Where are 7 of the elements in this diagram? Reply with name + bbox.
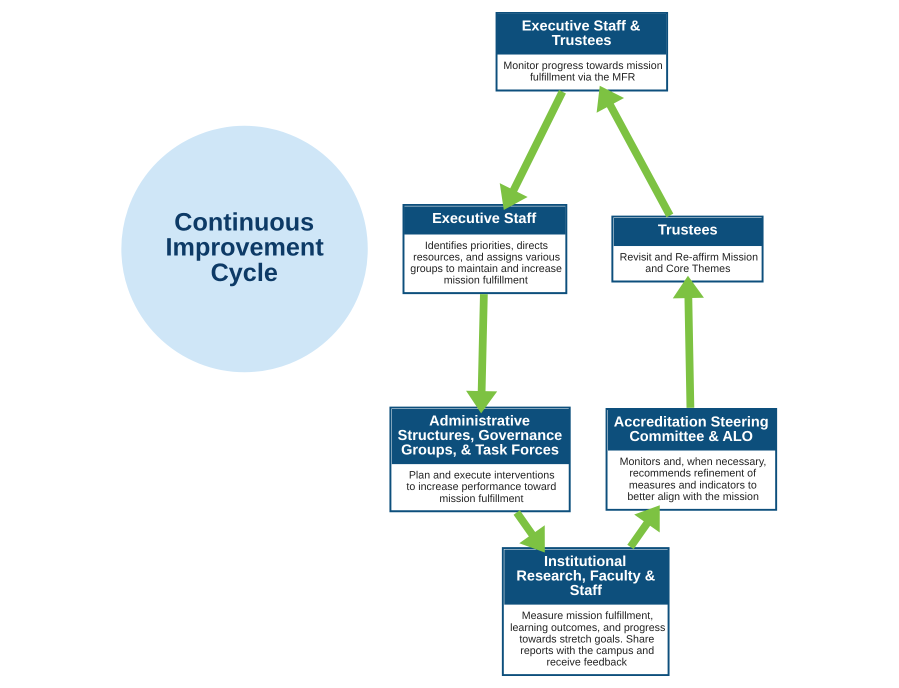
arrow <box>596 86 674 218</box>
arrow <box>466 294 498 414</box>
arrow <box>627 505 660 550</box>
arrow <box>500 90 566 210</box>
node-circle: Continuous Improvement Cycle <box>121 126 368 372</box>
arrow <box>672 276 704 408</box>
arrow <box>514 510 545 552</box>
